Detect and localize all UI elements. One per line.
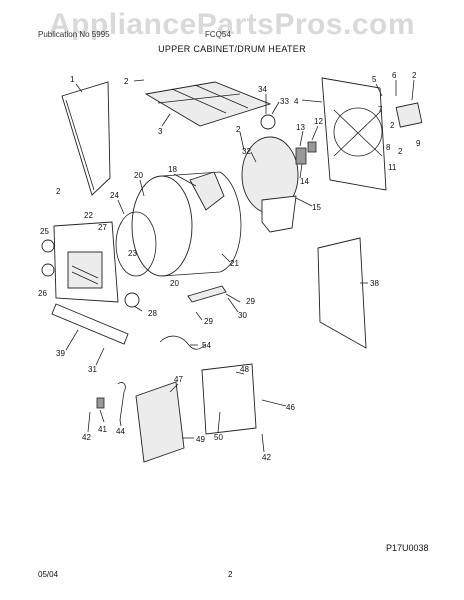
part-drum-front bbox=[131, 175, 193, 277]
part-toe-panel bbox=[51, 303, 129, 345]
part-door-switch bbox=[124, 292, 140, 308]
callout-44: 44 bbox=[116, 427, 125, 436]
callout-29: 29 bbox=[246, 297, 255, 306]
callout-11: 11 bbox=[388, 163, 397, 172]
callout-9: 9 bbox=[416, 139, 421, 148]
callout-24: 24 bbox=[110, 191, 119, 200]
part-fan-blower bbox=[295, 147, 307, 165]
part-knob-lower bbox=[41, 263, 55, 277]
model-number: FCQ54 bbox=[205, 30, 231, 39]
callout-20: 20 bbox=[134, 171, 143, 180]
part-rear-panel bbox=[321, 77, 387, 191]
callout-25: 25 bbox=[40, 227, 49, 236]
callout-20b: 20 bbox=[170, 279, 179, 288]
callout-38: 38 bbox=[370, 279, 379, 288]
callout-39: 39 bbox=[56, 349, 65, 358]
part-door-frame bbox=[67, 251, 103, 289]
callout-12: 12 bbox=[314, 117, 323, 126]
part-wire-harness bbox=[159, 335, 207, 350]
publication-date: 05/04 bbox=[38, 570, 59, 579]
callout-54: 54 bbox=[202, 341, 211, 350]
part-side-panel bbox=[61, 81, 111, 196]
page-title: UPPER CABINET/DRUM HEATER bbox=[158, 44, 306, 54]
callout-14: 14 bbox=[300, 177, 309, 186]
part-knob-upper bbox=[41, 239, 55, 253]
callout-47: 47 bbox=[174, 375, 183, 384]
callout-50: 50 bbox=[214, 433, 223, 442]
watermark-text: AppliancePartsPros.com bbox=[48, 8, 416, 41]
callout-42b: 42 bbox=[262, 453, 271, 462]
callout-26: 26 bbox=[38, 289, 47, 298]
part-drum-belt bbox=[115, 211, 157, 277]
callout-32: 32 bbox=[242, 147, 251, 156]
callout-18: 18 bbox=[168, 165, 177, 174]
part-bracket bbox=[187, 285, 227, 303]
callout-28: 28 bbox=[148, 309, 157, 318]
callout-22: 22 bbox=[84, 211, 93, 220]
callout-29b: 29 bbox=[204, 317, 213, 326]
callout-7: 7 bbox=[378, 105, 383, 114]
callout-3: 3 bbox=[158, 127, 163, 136]
callout-2b: 2 bbox=[412, 71, 417, 80]
callout-31: 31 bbox=[88, 365, 97, 374]
callout-34: 34 bbox=[258, 85, 267, 94]
callout-21: 21 bbox=[230, 259, 239, 268]
callout-2: 2 bbox=[124, 77, 129, 86]
page-number: 2 bbox=[228, 570, 233, 579]
callout-8: 8 bbox=[386, 143, 391, 152]
callout-1: 1 bbox=[70, 75, 75, 84]
callout-33: 33 bbox=[280, 97, 289, 106]
callout-27: 27 bbox=[98, 223, 107, 232]
callout-42: 42 bbox=[82, 433, 91, 442]
callout-41: 41 bbox=[98, 425, 107, 434]
part-drum-baffle bbox=[189, 171, 225, 211]
callout-30: 30 bbox=[238, 311, 247, 320]
part-heater-duct bbox=[261, 195, 297, 233]
callout-15: 15 bbox=[312, 203, 321, 212]
callout-2f: 2 bbox=[56, 187, 61, 196]
callout-4: 4 bbox=[294, 97, 299, 106]
callout-6: 6 bbox=[392, 71, 397, 80]
callout-13: 13 bbox=[296, 123, 305, 132]
part-right-side-panel bbox=[317, 237, 367, 349]
part-access-cover bbox=[201, 363, 257, 435]
part-clip bbox=[96, 397, 105, 409]
callout-2c: 2 bbox=[390, 121, 395, 130]
part-hose bbox=[117, 382, 126, 421]
part-top-panel bbox=[144, 81, 272, 127]
callout-23: 23 bbox=[128, 249, 137, 258]
callout-2d: 2 bbox=[236, 125, 241, 134]
publication-number: Publication No 5995 bbox=[38, 30, 110, 39]
callout-5: 5 bbox=[372, 75, 377, 84]
diagram-code: P17U0038 bbox=[386, 543, 429, 553]
callout-49: 49 bbox=[196, 435, 205, 444]
part-thermostat bbox=[260, 114, 276, 130]
part-pulley bbox=[307, 141, 317, 153]
callout-2e: 2 bbox=[398, 147, 403, 156]
part-lint-panel bbox=[135, 381, 185, 463]
part-vent-grille bbox=[395, 102, 423, 128]
callout-46: 46 bbox=[286, 403, 295, 412]
callout-48: 48 bbox=[240, 365, 249, 374]
